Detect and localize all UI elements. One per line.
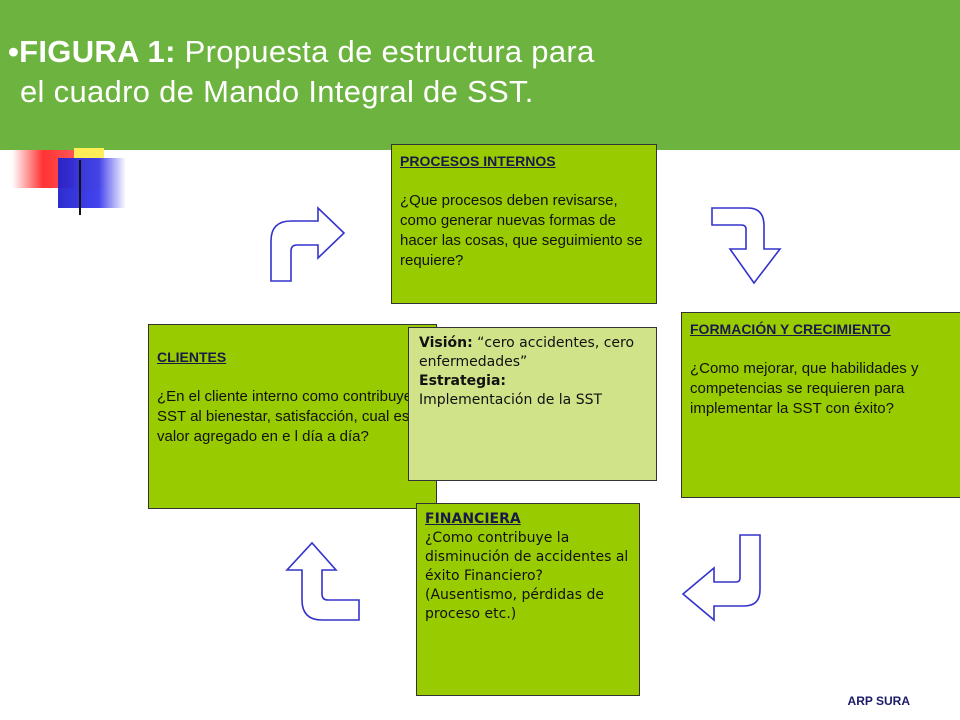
clientes-text: ¿En el cliente interno como contribuye l… [157,388,428,445]
curved-arrow-bottom-left [285,541,360,621]
financiera-title: FINANCIERA [425,511,521,527]
box-financiera: FINANCIERA ¿Como contribuye la disminuci… [416,503,640,696]
box-procesos-internos: PROCESOS INTERNOS ¿Que procesos deben re… [391,144,657,304]
vision-text: “cero accidentes, cero enfermedades” [419,335,635,370]
curved-arrow-top-right [711,207,782,285]
box-clientes: CLIENTES ¿En el cliente interno como con… [148,324,437,509]
financiera-text: ¿Como contribuye la disminución de accid… [425,530,629,622]
corner-decoration [12,148,960,215]
figure-label: •FIGURA 1: [8,34,176,69]
box-vision-estrategia: Visión: “cero accidentes, cero enfermeda… [408,327,657,481]
box-formacion-crecimiento: FORMACIÓN Y CRECIMIENTO ¿Como mejorar, q… [681,312,960,498]
procesos-text: ¿Que procesos deben revisarse, como gene… [400,192,643,269]
curved-arrow-bottom-right [681,534,761,622]
title-line-1: Propuesta de estructura para [175,34,595,69]
curved-arrow-top-left [270,206,346,282]
strategy-text: Implementación de la SST [419,392,603,408]
page-title: •FIGURA 1: Propuesta de estructura para … [8,32,595,112]
title-line-2: el cuadro de Mando Integral de SST. [20,74,534,109]
strategy-label: Estrategia: [419,373,506,389]
formacion-title: FORMACIÓN Y CRECIMIENTO [690,321,891,337]
header-bar: •FIGURA 1: Propuesta de estructura para … [0,0,960,150]
vision-label: Visión: [419,335,473,351]
procesos-title: PROCESOS INTERNOS [400,153,556,169]
footer-brand: ARP SURA [847,694,910,708]
formacion-text: ¿Como mejorar, que habilidades y compete… [690,360,919,417]
clientes-title: CLIENTES [157,349,227,365]
